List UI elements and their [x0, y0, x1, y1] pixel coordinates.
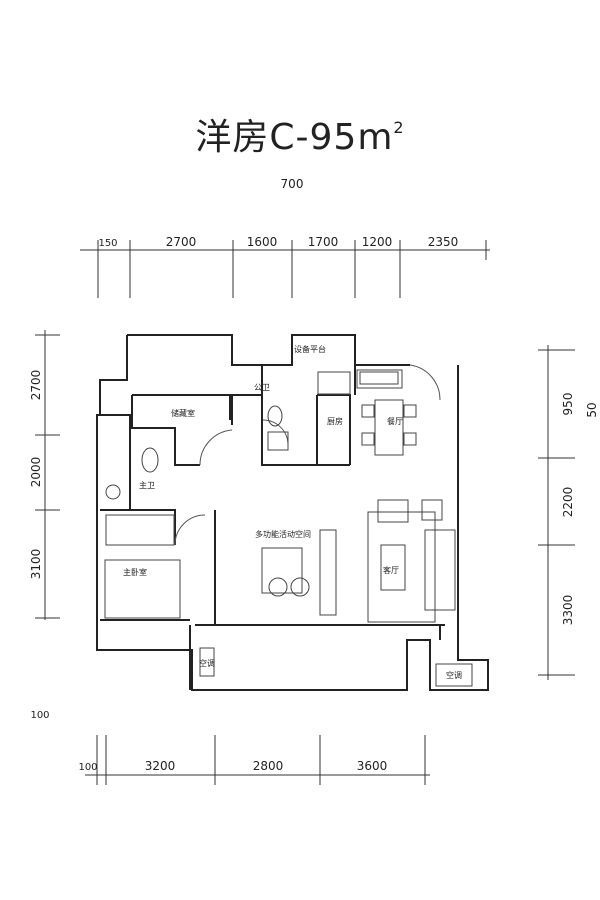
dim-bottom-1: 2800 — [253, 759, 284, 773]
dim-bottom-small: 100 — [78, 762, 97, 773]
label-master-bath: 主卫 — [139, 480, 155, 490]
toilet-icon — [267, 405, 283, 427]
coffee-table-icon — [380, 544, 406, 591]
stool-icon — [268, 577, 288, 597]
dim-top-3: 1200 — [362, 235, 393, 249]
dim-left-2: 3100 — [29, 549, 43, 580]
sofa-icon — [424, 529, 456, 611]
stool-icon — [290, 577, 310, 597]
outer-wall — [96, 365, 489, 691]
wardrobe-icon — [105, 514, 175, 546]
dim-bottom-overall: 100 — [30, 710, 49, 721]
dim-left-0: 2700 — [29, 370, 43, 401]
label-living: 客厅 — [383, 565, 399, 575]
ac-left-icon — [199, 647, 215, 677]
label-ac-left: 空调 — [199, 658, 215, 668]
bed-icon — [104, 559, 181, 619]
cabinet-icon — [319, 529, 337, 616]
dim-bottom-2: 3600 — [357, 759, 388, 773]
top-wall — [127, 334, 410, 366]
living-rug-icon — [367, 511, 436, 623]
chair-icon — [361, 404, 375, 418]
chair-icon — [361, 432, 375, 446]
dining-table-icon — [374, 399, 404, 456]
dim-top-0: 2700 — [166, 235, 197, 249]
kitchen-wall — [317, 394, 351, 465]
dim-bottom-0: 3200 — [145, 759, 176, 773]
furniture — [104, 369, 473, 687]
label-equipment-platform: 设备平台 — [294, 344, 326, 354]
dim-top-overall: 700 — [281, 177, 304, 191]
dim-right-0: 950 — [561, 393, 575, 416]
label-ac-right: 空调 — [446, 670, 462, 680]
sink-icon — [317, 371, 351, 395]
entry-door-arc — [409, 364, 441, 401]
dim-right-1: 2200 — [561, 487, 575, 518]
public-bath-wall — [229, 394, 350, 466]
label-dining: 餐厅 — [387, 417, 403, 426]
dim-top-1: 1600 — [247, 235, 278, 249]
ac-right-icon — [435, 663, 473, 687]
dim-right-extra: 50 — [585, 402, 599, 417]
door-arc — [174, 514, 206, 546]
label-public-bath: 公卫 — [254, 383, 270, 392]
dim-top-4: 2350 — [428, 235, 459, 249]
chair-icon — [403, 432, 417, 446]
label-kitchen: 厨房 — [327, 416, 343, 426]
plan-title-sup: 2 — [393, 118, 405, 137]
chair-icon — [403, 404, 417, 418]
bedroom-top — [100, 509, 176, 545]
plan-title-text: 洋房C-95m — [195, 117, 394, 158]
toilet-icon — [141, 447, 159, 473]
storage-wall — [131, 395, 200, 466]
plan-title: 洋房C-95m2 — [0, 108, 600, 160]
label-storage: 储藏室 — [171, 408, 195, 418]
label-multi-room: 多功能活动空间 — [255, 529, 311, 539]
tv-icon — [421, 499, 443, 521]
door-arc — [199, 429, 233, 466]
dim-top-small: 150 — [98, 238, 117, 249]
counter-icon — [356, 369, 403, 389]
upper-left-wall — [99, 335, 128, 415]
stove-icon — [359, 371, 399, 385]
dim-right-2: 3300 — [561, 595, 575, 626]
dim-top-2: 1700 — [308, 235, 339, 249]
washbasin-icon — [105, 484, 121, 500]
walls — [96, 334, 489, 691]
island-icon — [261, 547, 303, 594]
dim-left-1: 2000 — [29, 457, 43, 488]
label-master-bedroom: 主卧室 — [123, 567, 147, 577]
washbasin-icon — [267, 431, 289, 451]
armchair-icon — [377, 499, 409, 523]
bath-wall — [100, 414, 131, 510]
